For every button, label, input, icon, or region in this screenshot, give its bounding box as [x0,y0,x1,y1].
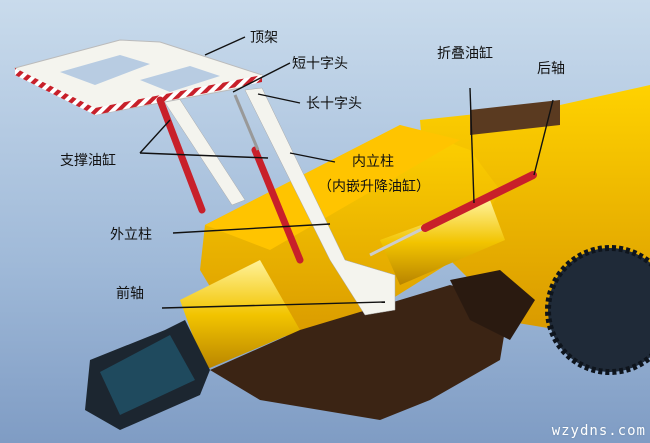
outer-column-shape [244,87,396,316]
cutting-head-face [100,335,195,415]
base-plate [210,285,510,420]
top-frame-stripe-left [15,68,95,115]
watermark: wzydns.com [551,423,646,439]
label-support-cylinder: 支撑油缸 [60,153,116,169]
folding-cylinder-rod [369,223,431,257]
boom [180,260,300,370]
rear-top [470,100,560,135]
leader-lines [139,36,554,309]
folding-cylinder-shape [421,171,537,232]
body-top [205,125,460,250]
label-top-frame: 顶架 [250,30,278,46]
label-inner-column-note: （内嵌升降油缸） [318,179,430,195]
label-short-cross-head: 短十字头 [292,56,348,72]
top-frame-stripe-front [95,75,262,115]
label-rear-axle: 后轴 [537,61,565,77]
top-frame-hole1 [60,55,150,85]
label-front-axle: 前轴 [116,286,144,302]
lift-rod [233,94,260,151]
label-inner-column: 内立柱 [352,154,394,170]
top-frame-hole2 [140,66,220,92]
track-wheel [545,245,650,375]
support-cylinder-right [251,146,304,264]
label-outer-column: 外立柱 [110,227,152,243]
base-bracket [450,270,535,340]
label-folding-cylinder: 折叠油缸 [437,46,493,62]
label-long-cross-head: 长十字头 [306,96,362,112]
rear-boom [380,200,505,285]
